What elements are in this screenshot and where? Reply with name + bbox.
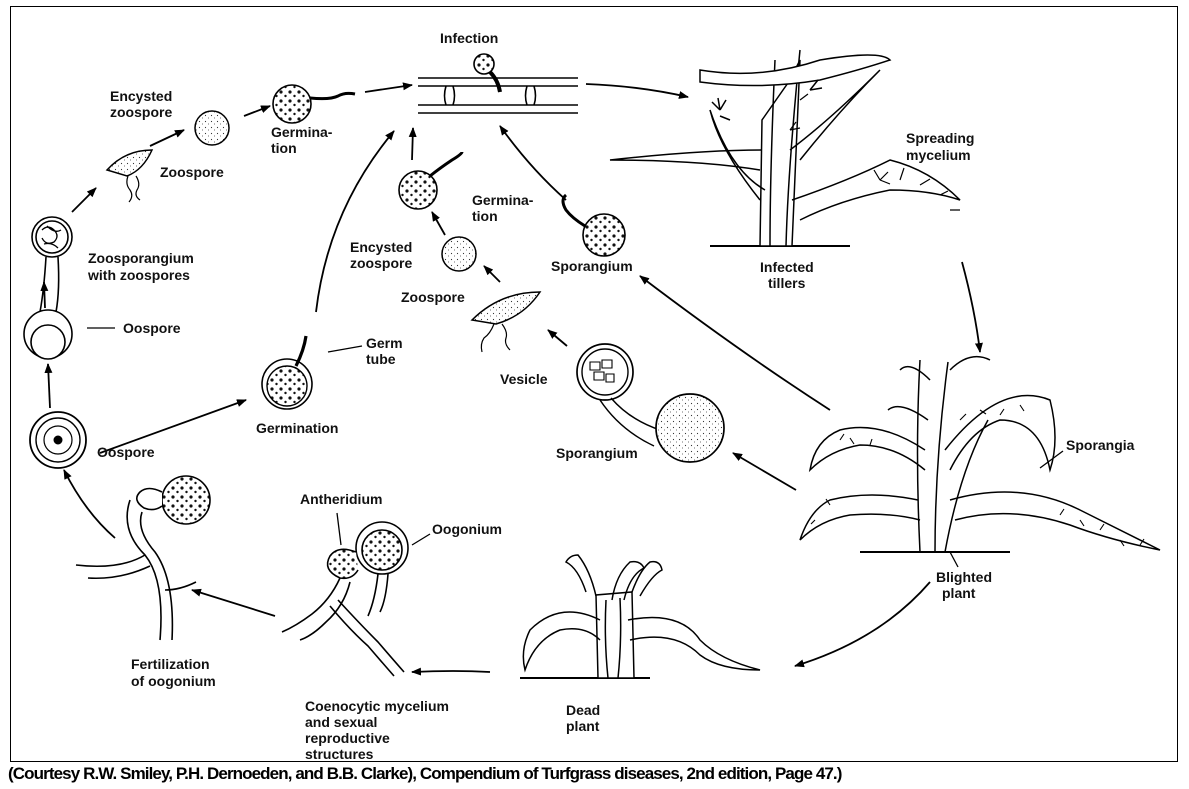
arrow-encysted-to-germination	[244, 106, 270, 116]
arrow-to-infection	[365, 85, 412, 92]
label-germination-center-2: tion	[472, 208, 498, 224]
oospore-lower	[30, 412, 86, 468]
arrow-dead-to-coenocytic	[412, 671, 490, 672]
label-dead-plant-1: Dead	[566, 702, 600, 718]
label-encysted-zoospore-top-2: zoospore	[110, 104, 172, 120]
fertilization-structure	[76, 476, 210, 640]
germinating-oospore	[262, 336, 312, 409]
arrow-zoospore-center-to-encysted	[484, 266, 500, 282]
label-antheridium: Antheridium	[300, 491, 382, 507]
label-oospore-lower: Oospore	[97, 444, 155, 460]
label-spreading-mycelium-2: mycelium	[906, 147, 971, 163]
oospore-upper	[24, 310, 72, 359]
label-blighted-plant-1: Blighted	[936, 569, 992, 585]
arrow-zoosporangium-to-zoospore	[72, 188, 96, 212]
label-infected-tillers-1: Infected	[760, 259, 814, 275]
label-zoosporangium-2: with zoospores	[87, 267, 190, 283]
arrow-center-germ-to-infection	[412, 128, 413, 160]
label-oospore-upper: Oospore	[123, 320, 181, 336]
dead-plant	[520, 555, 760, 678]
sporangium-upper	[563, 195, 625, 256]
arrow-fertilization-to-oospore	[64, 470, 115, 538]
label-fertilization-1: Fertilization	[131, 656, 210, 672]
label-coenocytic-2: and sexual	[305, 714, 377, 730]
label-oogonium: Oogonium	[432, 521, 502, 537]
label-spreading-mycelium-1: Spreading	[906, 130, 974, 146]
label-encysted-zoospore-center-2: zoospore	[350, 255, 412, 271]
label-germination-top-1: Germina-	[271, 124, 333, 140]
label-fertilization-2: of oogonium	[131, 673, 216, 689]
infection-host-cells	[418, 54, 578, 113]
coenocytic-structure	[282, 522, 408, 676]
germinating-zoospore-top	[273, 85, 355, 123]
arrow-encysted-center-to-germ	[432, 212, 445, 235]
blighted-plant	[800, 357, 1160, 552]
label-germination-top-2: tion	[271, 140, 297, 156]
label-coenocytic-3: reproductive	[305, 730, 390, 746]
label-vesicle: Vesicle	[500, 371, 548, 387]
arrow-blighted-to-sporangium-lower	[733, 453, 796, 490]
zoospore-top	[107, 150, 152, 202]
arrow-blighted-to-dead	[795, 582, 930, 666]
label-germination-mid: Germination	[256, 420, 338, 436]
arrow-germination-to-infection	[316, 131, 394, 312]
label-sporangia: Sporangia	[1066, 437, 1135, 453]
figure-caption: (Courtesy R.W. Smiley, P.H. Dernoeden, a…	[8, 764, 1188, 784]
label-coenocytic-1: Coenocytic mycelium	[305, 698, 449, 714]
arrow-vesicle-to-zoospore	[548, 330, 567, 346]
germinating-zoospore-center	[399, 152, 462, 209]
arrow-sporangium-upper-to-infection	[500, 126, 566, 200]
label-zoospore-center: Zoospore	[401, 289, 465, 305]
label-germ-tube-1: Germ	[366, 335, 403, 351]
label-encysted-zoospore-top-1: Encysted	[110, 88, 172, 104]
arrow-blighted-to-sporangium-upper	[640, 276, 830, 410]
label-encysted-zoospore-center-1: Encysted	[350, 239, 412, 255]
arrow-tillers-to-blighted	[962, 262, 980, 352]
arrow-oospore-to-oospore	[48, 364, 50, 408]
label-infected-tillers-2: tillers	[768, 275, 806, 291]
label-coenocytic-4: structures	[305, 746, 374, 762]
zoospore-center	[472, 292, 540, 352]
arrow-infection-to-tillers	[586, 84, 688, 97]
zoosporangium	[32, 217, 72, 312]
label-blighted-plant-2: plant	[942, 585, 976, 601]
label-germination-center-1: Germina-	[472, 192, 534, 208]
encysted-zoospore-center	[442, 237, 476, 271]
label-zoospore-top: Zoospore	[160, 164, 224, 180]
label-sporangium-lower: Sporangium	[556, 445, 638, 461]
arrow-zoospore-to-encysted	[150, 130, 184, 146]
label-dead-plant-2: plant	[566, 718, 600, 734]
label-infection: Infection	[440, 30, 498, 46]
label-zoosporangium-1: Zoosporangium	[88, 250, 194, 266]
arrow-coenocytic-to-fertilization	[192, 590, 275, 616]
label-germ-tube-2: tube	[366, 351, 396, 367]
label-sporangium-upper: Sporangium	[551, 258, 633, 274]
encysted-zoospore-top	[195, 111, 229, 145]
